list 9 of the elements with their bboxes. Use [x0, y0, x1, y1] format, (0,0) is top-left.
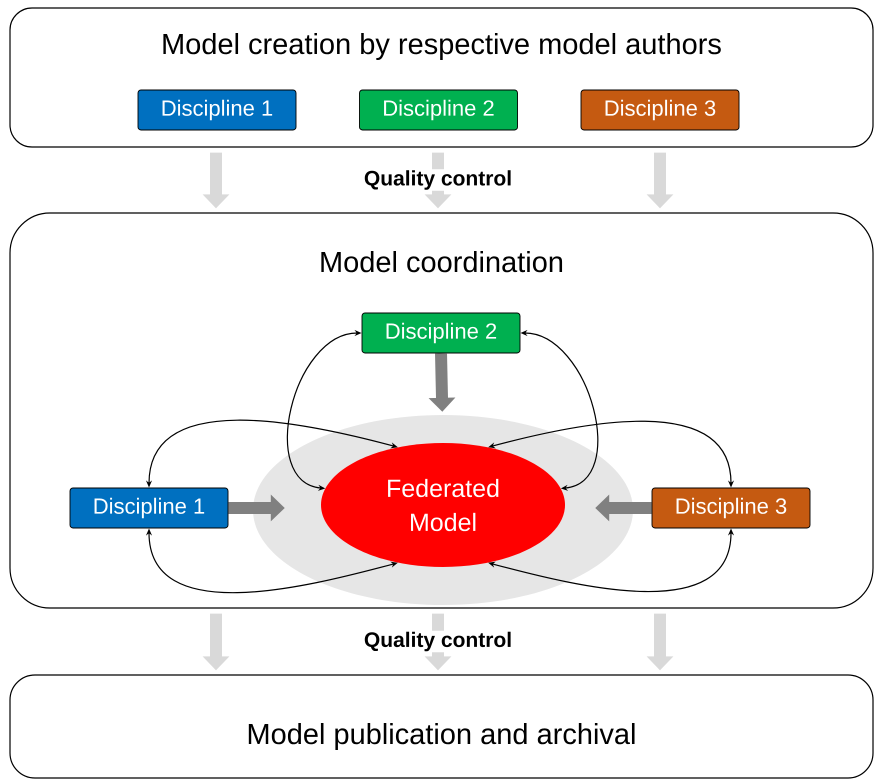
discipline-box: Discipline 3 [652, 488, 810, 528]
discipline-box: Discipline 3 [580, 90, 740, 130]
discipline-box: Discipline 2 [362, 312, 520, 354]
edge-label: Quality control [362, 630, 514, 652]
edge-label: Quality control [362, 169, 514, 191]
discipline-box: Discipline 1 [138, 90, 296, 130]
discipline-box: Discipline 2 [359, 90, 518, 130]
discipline-box: Discipline 1 [70, 488, 228, 528]
panel: Model publication and archival [9, 674, 874, 779]
